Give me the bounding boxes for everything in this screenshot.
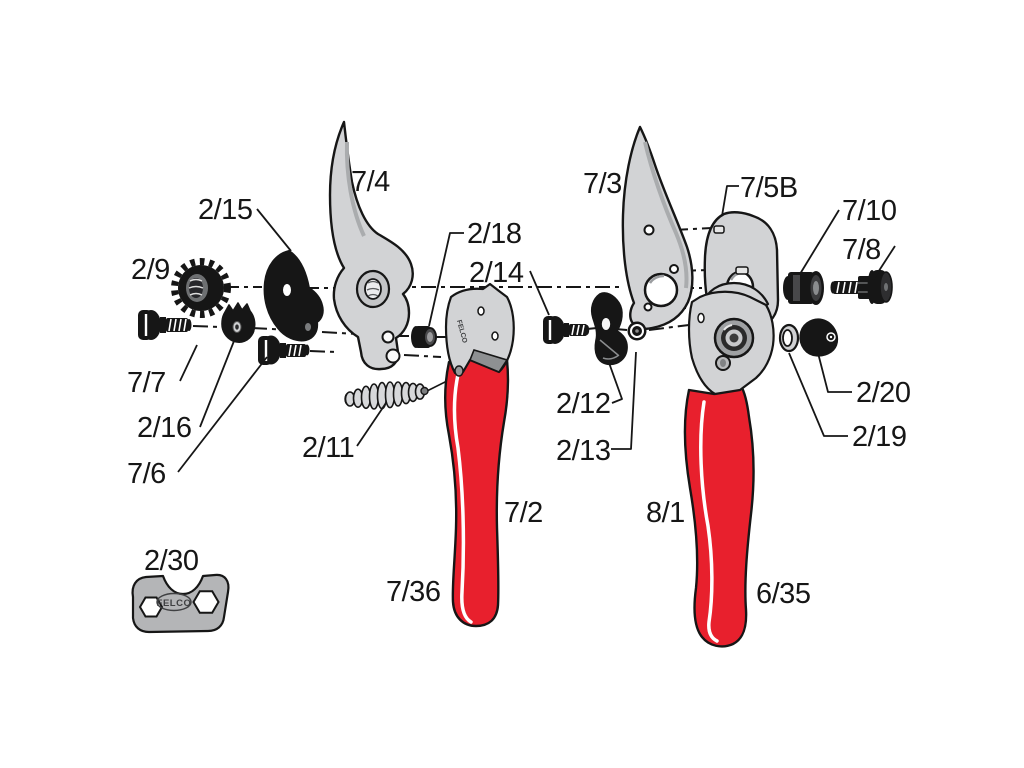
part-wrench-2-30: FELCO: [131, 573, 230, 634]
part-label-2-30: 2/30: [144, 545, 198, 577]
leader-2-19: [788, 352, 848, 437]
leader-2-12: [607, 359, 623, 404]
part-label-2-16: 2/16: [137, 412, 191, 444]
part-right-handle: [683, 281, 775, 648]
felco-stamp-wrench: FELCO: [157, 598, 192, 609]
part-label-7-36: 7/36: [386, 576, 440, 608]
part-toothed-segment-2-16: [221, 302, 256, 343]
part-nut-2-18: [411, 326, 437, 348]
part-label-2-14: 2/14: [469, 257, 524, 289]
left-head-hole: [491, 331, 499, 341]
leader-2-18: [428, 232, 464, 327]
part-bolt-7-7: [138, 310, 192, 340]
leader-7-7: [179, 344, 198, 382]
part-label-2-20: 2/20: [856, 377, 910, 409]
part-bolt-2-14: [543, 316, 590, 344]
blade-7-4-hole: [385, 348, 401, 364]
plate-2-15-hole: [283, 284, 291, 296]
part-washer-2-19: [778, 323, 800, 353]
leader-7-10: [799, 209, 840, 275]
plate-2-15-hole: [305, 323, 311, 331]
leader-2-16: [199, 340, 235, 428]
leader-7-5b: [721, 185, 739, 217]
part-label-8-1: 8/1: [646, 497, 685, 529]
part-catch-2-12: [590, 292, 628, 366]
part-label-2-15: 2/15: [198, 194, 252, 226]
leader-7-6: [177, 356, 268, 473]
part-label-7-5b: 7/5B: [740, 172, 798, 204]
leader-2-14: [529, 270, 550, 316]
part-label-7-3: 7/3: [583, 168, 622, 200]
leader-7-8: [872, 245, 896, 281]
part-cap-2-20: [799, 318, 839, 357]
leader-2-20: [817, 352, 852, 393]
part-bushing-7-10: [783, 271, 824, 305]
blade-7-4-hole: [381, 330, 395, 344]
right-head-hole: [697, 312, 705, 324]
part-label-2-9: 2/9: [131, 254, 170, 286]
part-adjustment-nut-2-9: [171, 258, 231, 318]
blade-7-3-hole: [643, 302, 653, 312]
part-label-6-35: 6/35: [756, 578, 810, 610]
leader-lines: [177, 185, 896, 473]
left-handle-head: [444, 282, 515, 375]
right-handle-grip: [683, 384, 755, 648]
part-label-7-4: 7/4: [351, 166, 390, 198]
part-labels: 2/15 7/4 2/9 7/7 2/16 7/6 2/11 2/18 2/14…: [127, 166, 911, 610]
part-label-2-13: 2/13: [556, 435, 610, 467]
leader-2-15: [256, 208, 292, 252]
part-label-2-12: 2/12: [556, 388, 610, 420]
left-head-spring-boss: [454, 365, 464, 377]
part-label-7-10: 7/10: [842, 195, 896, 227]
part-label-7-2: 7/2: [504, 497, 543, 529]
wrench-hex-hole: [192, 590, 220, 614]
left-handle-grip: [444, 350, 510, 628]
part-blade-7-4: [328, 120, 414, 371]
catch-2-12-hole: [601, 318, 611, 330]
part-bolt-7-8: [830, 270, 893, 304]
counter-7-5b-pin: [735, 266, 749, 275]
part-label-2-18: 2/18: [467, 218, 521, 250]
part-label-7-6: 7/6: [127, 458, 166, 490]
part-washer-2-13: [627, 321, 647, 341]
blade-7-3-pivot-hole: [643, 272, 679, 308]
part-label-7-8: 7/8: [842, 234, 881, 266]
part-counter-plate-2-15: [263, 250, 324, 342]
leader-2-11: [356, 402, 387, 447]
leader-2-13: [611, 351, 637, 450]
blade-7-3-hole: [669, 264, 679, 274]
part-label-2-19: 2/19: [852, 421, 906, 453]
blade-7-3-hole: [643, 224, 655, 236]
part-spring-2-11: [344, 378, 452, 410]
part-label-7-7: 7/7: [127, 367, 166, 399]
counter-7-5b-pin: [713, 225, 725, 234]
left-head-hole: [477, 306, 485, 316]
part-blade-7-3: [621, 125, 694, 330]
part-left-handle: FELCO: [444, 282, 515, 628]
part-label-2-11: 2/11: [302, 432, 354, 464]
